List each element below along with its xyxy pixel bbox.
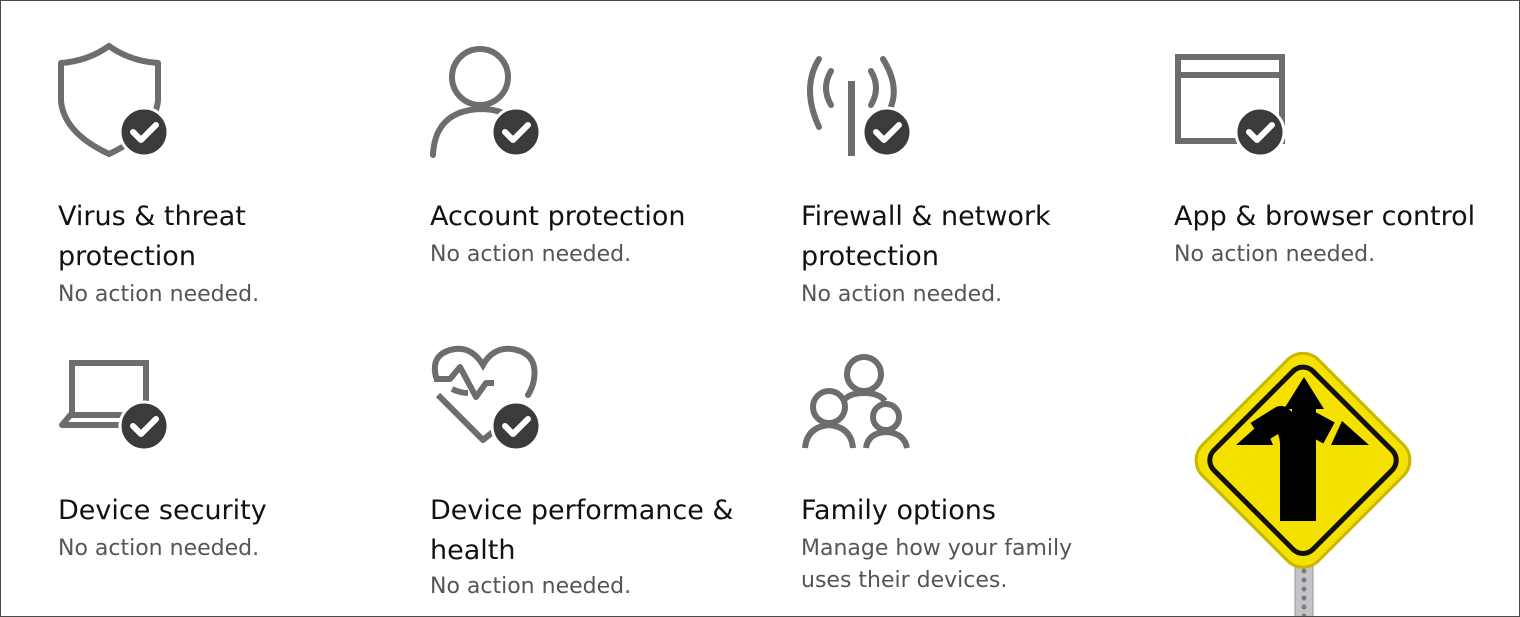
person-check-icon [430,41,550,161]
tile-app-browser-control[interactable]: App & browser control No action needed. [1174,41,1494,281]
tile-title: Firewall & network protection [801,201,1051,272]
tile-title: Account protection [430,201,686,232]
tile-status: No action needed. [58,282,260,307]
tile-virus-threat-protection[interactable]: Virus & threat protection No action need… [58,41,378,321]
heart-pulse-check-icon [430,335,550,455]
laptop-check-icon [58,335,178,455]
tile-status: No action needed. [430,574,632,599]
tile-firewall-network-protection[interactable]: Firewall & network protection No action … [801,41,1121,321]
tile-title: Device performance & health [430,495,734,566]
family-icon [801,335,921,455]
tile-title: Family options [801,495,996,526]
tile-title: App & browser control [1174,201,1476,232]
tile-status: No action needed. [430,242,632,267]
tile-title: Device security [58,495,267,526]
tile-status: Manage how your family uses their device… [801,536,1073,593]
browser-window-check-icon [1174,41,1294,161]
tile-family-options[interactable]: Family options Manage how your family us… [801,335,1131,605]
tile-device-performance-health[interactable]: Device performance & health No action ne… [430,335,760,615]
tile-status: No action needed. [801,282,1003,307]
tile-status: No action needed. [1174,242,1376,267]
tile-device-security[interactable]: Device security No action needed. [58,335,378,575]
tile-title: Virus & threat protection [58,201,246,272]
three-way-arrow-sign-icon [1181,333,1426,616]
tile-account-protection[interactable]: Account protection No action needed. [430,41,750,281]
tile-status: No action needed. [58,536,260,561]
wireless-check-icon [801,41,921,161]
shield-check-icon [58,41,178,161]
